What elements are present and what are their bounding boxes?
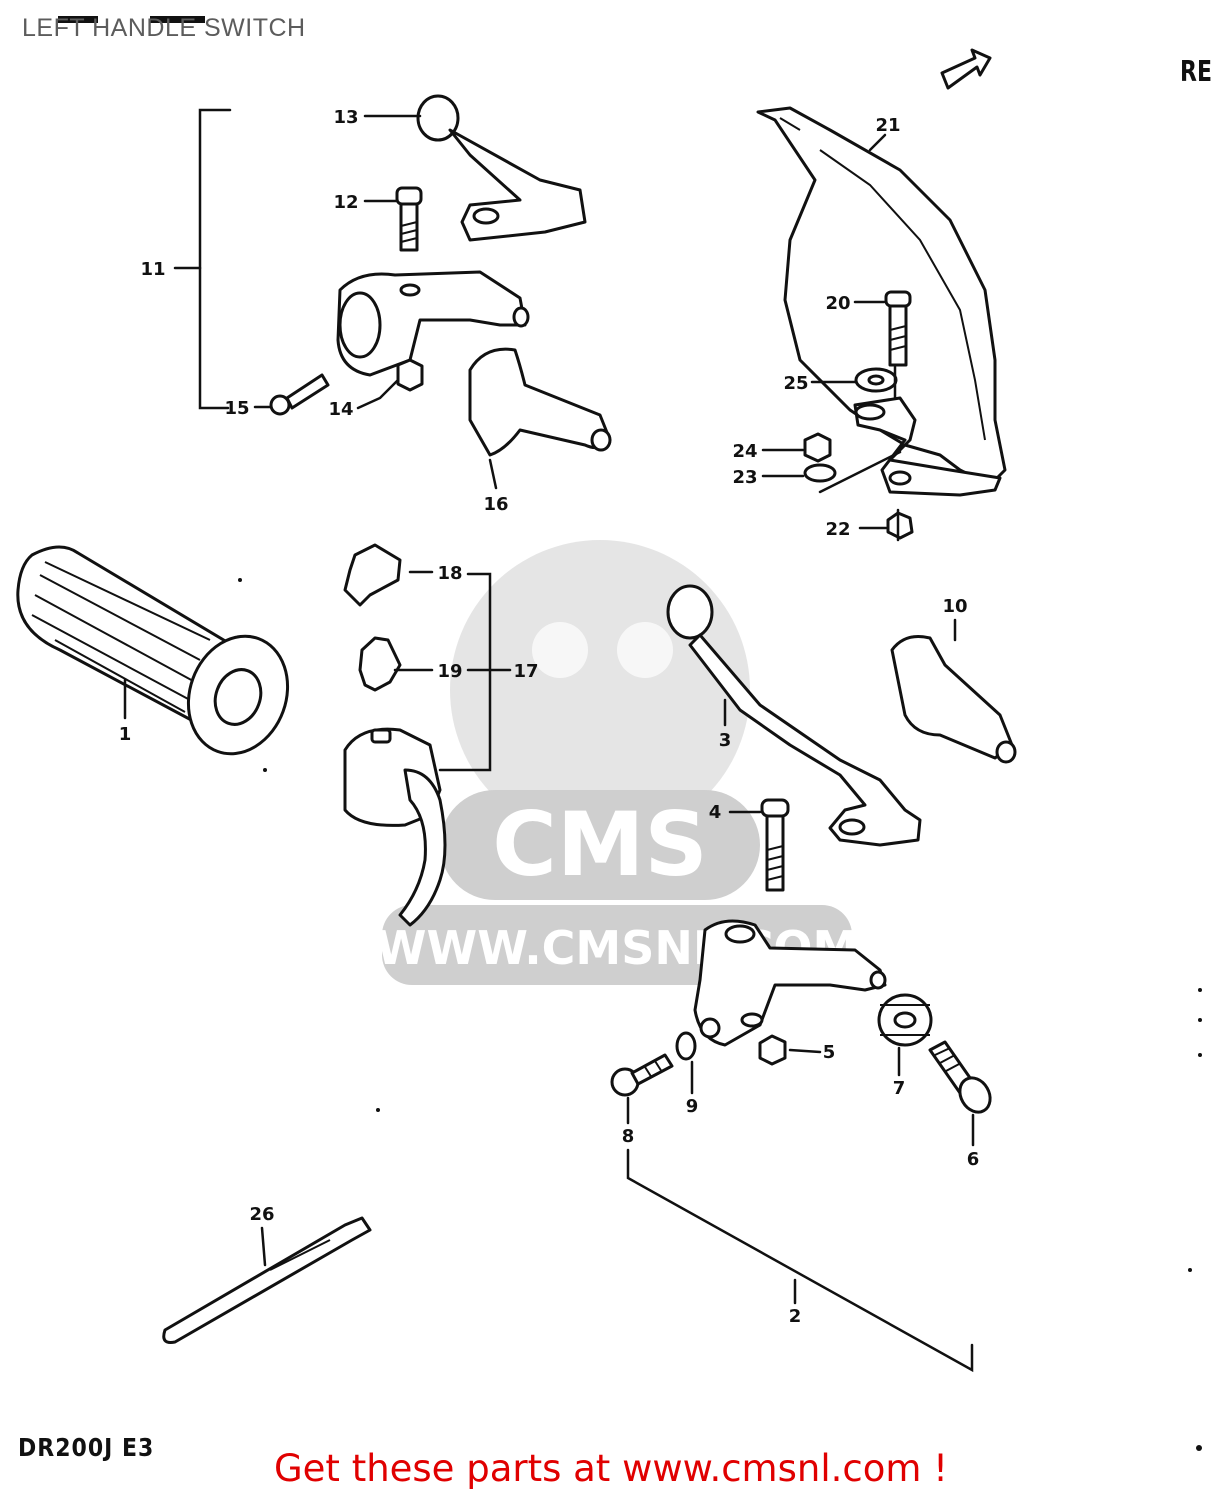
part-12-bolt <box>395 186 423 252</box>
callout-7: 7 <box>893 1078 906 1099</box>
callout-21: 21 <box>875 115 900 136</box>
title-bar-left <box>58 16 98 23</box>
part-22-nut <box>886 511 914 540</box>
cms-watermark: CMS WWW.CMSNL.COM <box>376 540 858 985</box>
part-24-nut <box>803 432 832 463</box>
watermark-badge <box>440 790 760 900</box>
leader-lines <box>123 108 975 1373</box>
lever-holder-lower <box>693 919 887 1047</box>
callout-3: 3 <box>719 730 732 751</box>
part-8-screw <box>610 1053 674 1097</box>
callout-4: 4 <box>709 802 722 823</box>
callout-17: 17 <box>513 661 538 682</box>
part-14-nut <box>396 358 424 392</box>
part-15-screw <box>269 373 330 416</box>
part-25-washer <box>854 367 898 393</box>
title-bar-right <box>150 16 205 23</box>
part-16-lever-cover <box>468 347 612 457</box>
part-5-nut <box>758 1034 787 1066</box>
callout-6: 6 <box>967 1149 980 1170</box>
part-13-lever <box>416 94 587 242</box>
model-code: DR200J E3 <box>18 1434 155 1463</box>
callout-24: 24 <box>732 441 757 462</box>
callout-9: 9 <box>686 1096 699 1117</box>
callout-19: 19 <box>437 661 462 682</box>
part-10-lever-cover <box>890 635 1017 764</box>
callout-1: 1 <box>119 724 132 745</box>
callout-13: 13 <box>333 107 358 128</box>
switch-housing <box>343 727 447 927</box>
corner-text: RE <box>1180 56 1212 89</box>
callout-25: 25 <box>783 373 808 394</box>
part-20-bolt <box>884 290 912 367</box>
callout-8: 8 <box>622 1126 635 1147</box>
part-26-cable-tie <box>162 1216 372 1344</box>
part-7-adjuster <box>877 993 933 1047</box>
part-23-washer <box>803 463 837 483</box>
callout-23: 23 <box>732 467 757 488</box>
callout-2: 2 <box>789 1306 802 1327</box>
part-3-lever <box>666 584 922 847</box>
callout-14: 14 <box>328 399 353 420</box>
callout-5: 5 <box>823 1042 836 1063</box>
part-6-bolt <box>928 1040 992 1114</box>
callout-11: 11 <box>140 259 165 280</box>
callout-10: 10 <box>942 596 967 617</box>
callout-18: 18 <box>437 563 462 584</box>
callout-22: 22 <box>825 519 850 540</box>
callout-16: 16 <box>483 494 508 515</box>
callout-15: 15 <box>224 398 249 419</box>
promo-link[interactable]: Get these parts at www.cmsnl.com ! <box>273 1447 948 1490</box>
callout-20: 20 <box>825 293 850 314</box>
watermark-brand: CMS <box>492 793 708 896</box>
part-19-clamp <box>358 636 402 692</box>
callout-26: 26 <box>249 1204 274 1225</box>
part-18-clip <box>343 543 402 607</box>
callout-12: 12 <box>333 192 358 213</box>
part-1-grip <box>16 545 290 756</box>
part-9-washer <box>675 1031 697 1061</box>
direction-arrow-icon <box>940 48 992 90</box>
part-4-bolt <box>760 798 790 892</box>
page-title: LEFT HANDLE SWITCH <box>22 14 306 42</box>
scan-dots <box>238 578 1202 1451</box>
lever-holder-upper <box>336 270 530 377</box>
part-21-hand-guard <box>756 106 1007 487</box>
bracket <box>853 396 1002 497</box>
callout-labels: 1 2 3 4 5 6 7 8 9 10 11 12 13 14 15 16 1… <box>119 107 980 1327</box>
